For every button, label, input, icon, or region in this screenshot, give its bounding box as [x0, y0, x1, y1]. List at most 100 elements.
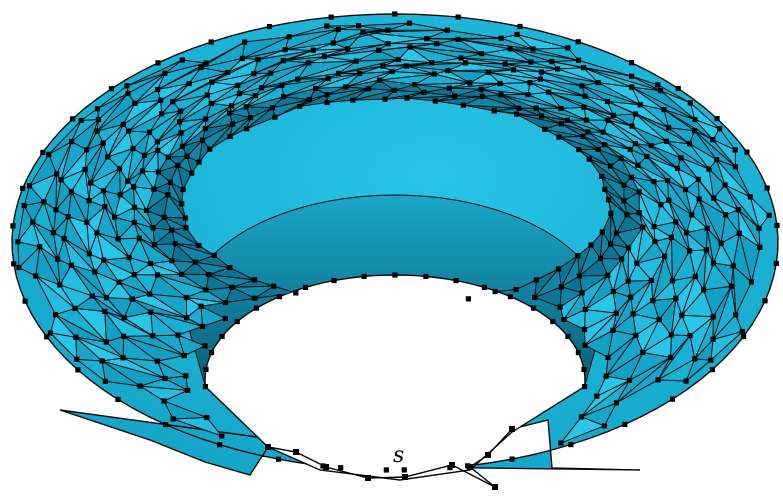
- mesh-vertex: [392, 272, 397, 277]
- mesh-vertex: [70, 116, 75, 121]
- mesh-vertex: [733, 312, 738, 317]
- mesh-vertex: [311, 48, 316, 53]
- mesh-vertex: [147, 130, 152, 135]
- mesh-vertex: [219, 433, 224, 438]
- mesh-vertex: [183, 225, 188, 230]
- mesh-vertex: [307, 97, 312, 102]
- cut-path-vertex: [509, 426, 515, 432]
- mesh-vertex: [229, 103, 234, 108]
- mesh-vertex: [331, 40, 336, 45]
- mesh-vertex: [445, 68, 450, 73]
- mesh-vertex: [580, 134, 585, 139]
- mesh-vertex: [598, 256, 603, 261]
- mesh-vertex: [714, 116, 719, 121]
- mesh-vertex: [429, 60, 434, 65]
- mesh-vertex: [169, 228, 174, 233]
- mesh-vertex: [396, 57, 401, 62]
- mesh-vertex: [628, 147, 633, 152]
- mesh-vertex: [445, 28, 450, 33]
- mesh-vertex: [182, 353, 187, 358]
- mesh-vertex: [546, 90, 551, 95]
- mesh-vertex: [55, 257, 60, 262]
- mesh-vertex: [514, 112, 519, 117]
- mesh-vertex: [447, 86, 452, 91]
- mesh-vertex: [664, 139, 669, 144]
- mesh-vertex: [178, 130, 183, 135]
- mesh-vertex: [676, 86, 681, 91]
- mesh-vertex: [132, 101, 137, 106]
- mesh-vertex: [581, 65, 586, 70]
- mesh-vertex: [618, 156, 623, 161]
- mesh-vertex: [517, 24, 522, 29]
- mesh-vertex: [602, 142, 607, 147]
- mesh-vertex: [580, 290, 585, 295]
- mesh-vertex: [486, 70, 491, 75]
- mesh-vertex: [708, 358, 713, 363]
- mesh-vertex: [557, 304, 562, 309]
- mesh-vertex: [412, 82, 417, 87]
- mesh-vertex: [137, 236, 142, 241]
- mesh-vertex: [692, 356, 697, 361]
- mesh-vertex: [549, 59, 554, 64]
- mesh-vertex: [162, 215, 167, 220]
- mesh-vertex: [58, 177, 63, 182]
- mesh-vertex: [568, 442, 573, 447]
- mesh-vertex: [116, 236, 121, 241]
- mesh-vertex: [272, 115, 277, 120]
- mesh-vertex: [228, 134, 233, 139]
- mesh-vertex: [542, 127, 547, 132]
- mesh-vertex: [614, 231, 619, 236]
- mesh-vertex: [361, 274, 366, 279]
- mesh-edge: [579, 275, 607, 276]
- mesh-vertex: [207, 147, 212, 152]
- mesh-vertex: [434, 41, 439, 46]
- mesh-vertex: [638, 102, 643, 107]
- mesh-vertex: [20, 186, 25, 191]
- mesh-vertex: [619, 256, 624, 261]
- mesh-vertex: [576, 147, 581, 152]
- mesh-vertex: [186, 81, 191, 86]
- mesh-vertex: [499, 36, 504, 41]
- mesh-vertex: [22, 203, 27, 208]
- mesh-vertex: [179, 272, 184, 277]
- mesh-vertex: [635, 163, 640, 168]
- mesh-vertex: [579, 83, 584, 88]
- mesh-vertex: [582, 94, 587, 99]
- mesh-vertex: [27, 183, 32, 188]
- mesh-vertex: [605, 99, 610, 104]
- mesh-vertex: [614, 400, 619, 405]
- mesh-vertex: [87, 251, 92, 256]
- mesh-vertex: [322, 54, 327, 59]
- mesh-vertex: [595, 80, 600, 85]
- mesh-vertex: [629, 175, 634, 180]
- mesh-vertex: [744, 149, 749, 154]
- mesh-vertex: [33, 273, 38, 278]
- mesh-vertex: [392, 11, 397, 16]
- cut-path-label: s: [393, 443, 404, 468]
- mesh-vertex: [587, 157, 592, 162]
- mesh-vertex: [297, 104, 302, 109]
- mesh-vertex: [382, 97, 387, 102]
- mesh-vertex: [356, 23, 361, 28]
- mesh-vertex: [127, 255, 132, 260]
- mesh-vertex: [203, 287, 208, 292]
- mesh-vertex: [84, 220, 89, 225]
- mesh-vertex: [492, 108, 497, 113]
- mesh-vertex: [132, 205, 137, 210]
- mesh-vertex: [539, 69, 544, 74]
- mesh-vertex: [455, 37, 460, 42]
- mesh-vertex: [582, 384, 587, 389]
- mesh-vertex: [130, 146, 135, 151]
- mesh-vertex: [244, 126, 249, 131]
- mesh-vertex: [556, 266, 561, 271]
- mesh-vertex: [102, 309, 107, 314]
- mesh-vertex: [684, 230, 689, 235]
- mesh-vertex: [163, 422, 168, 427]
- mesh-vertex: [104, 295, 109, 300]
- mesh-vertex: [156, 169, 161, 174]
- mesh-vertex: [633, 111, 638, 116]
- mesh-vertex: [608, 242, 613, 247]
- mesh-vertex: [130, 296, 135, 301]
- mesh-vertex: [175, 163, 180, 168]
